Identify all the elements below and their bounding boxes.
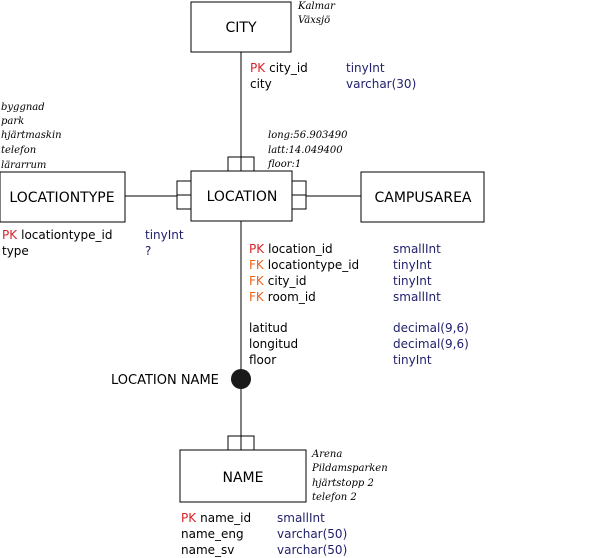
attr-name: locationtype_id (21, 228, 112, 242)
connector-name-top-right (240, 435, 255, 451)
locationtype-note: lärarrum (1, 160, 46, 171)
attr-type: ? (145, 244, 151, 258)
attr-name: city_id (269, 61, 308, 75)
attr-type: smallInt (277, 511, 325, 525)
name-note: hjärtstopp 2 (312, 478, 374, 489)
campusarea-title: CAMPUSAREA (375, 190, 472, 206)
locationtype-note: byggnad (1, 102, 45, 113)
key-badge: FK (249, 274, 265, 288)
attr-type: tinyInt (145, 228, 184, 242)
attr-type: varchar(30) (346, 77, 416, 91)
attr-name: floor (249, 353, 276, 367)
attr-name: room_id (268, 290, 316, 304)
attr-name: longitud (249, 337, 298, 351)
entity-location-box[interactable] (190, 170, 293, 222)
key-badge: PK (250, 61, 266, 75)
entity-city-box[interactable] (190, 1, 292, 53)
key-badge: PK (249, 242, 265, 256)
attr-type: varchar(50) (277, 527, 347, 541)
location-note: latt:14.049400 (268, 145, 343, 156)
location-notes: long:56.903490 latt:14.049400 floor:1 (267, 130, 348, 170)
name-note: Pildamsparken (311, 463, 388, 474)
city-notes: Kalmar Växsjö (297, 1, 336, 26)
attr-name: latitud (249, 321, 288, 335)
locationtype-note: hjärtmaskin (1, 130, 62, 141)
location-note: long:56.903490 (268, 130, 348, 141)
connector-location-left-top (176, 180, 192, 196)
attr-type: tinyInt (393, 274, 432, 288)
location-note: floor:1 (267, 159, 301, 170)
name-note: telefon 2 (312, 492, 357, 503)
attr-type: decimal(9,6) (393, 321, 469, 335)
connector-name-top-left (227, 435, 242, 451)
key-badge: PK (181, 511, 197, 525)
attr-type: varchar(50) (277, 543, 347, 557)
attr-name: name_sv (181, 543, 234, 557)
attr-type: tinyInt (393, 258, 432, 272)
attr-name: city (250, 77, 272, 91)
entity-campusarea-box[interactable] (360, 171, 485, 223)
entity-name-box[interactable] (179, 449, 307, 503)
attr-type: decimal(9,6) (393, 337, 469, 351)
relationship-dot (231, 369, 251, 389)
key-badge: PK (2, 228, 18, 242)
key-badge: FK (249, 290, 265, 304)
attr-name: type (2, 244, 29, 258)
attr-type: smallInt (393, 242, 441, 256)
connector-location-right-top (291, 180, 307, 196)
locationtype-note: park (1, 116, 24, 127)
relationship-label: LOCATION NAME (111, 373, 219, 388)
attr-name: name_eng (181, 527, 244, 541)
locationtype-note: telefon (1, 145, 36, 156)
attr-name: name_id (200, 511, 251, 525)
locationtype-title: LOCATIONTYPE (9, 190, 114, 206)
attr-type: smallInt (393, 290, 441, 304)
name-notes: Arena Pildamsparken hjärtstopp 2 telefon… (311, 449, 388, 503)
locationtype-notes: byggnad park hjärtmaskin telefon lärarru… (1, 102, 62, 171)
key-badge: FK (249, 258, 265, 272)
location-title: LOCATION (207, 189, 278, 205)
attr-type: tinyInt (393, 353, 432, 367)
attr-name: location_id (268, 242, 333, 256)
attr-type: tinyInt (346, 61, 385, 75)
connector-location-left-bottom (176, 194, 192, 210)
entity-locationtype-box[interactable] (0, 171, 126, 223)
connector-location-top-right (240, 156, 255, 172)
name-title: NAME (223, 470, 264, 486)
name-note: Arena (311, 449, 342, 460)
connector-location-right-bottom (291, 194, 307, 210)
city-note: Kalmar (297, 1, 336, 12)
attr-name: city_id (268, 274, 307, 288)
connector-location-top-left (227, 156, 242, 172)
city-title: CITY (225, 20, 256, 36)
attr-name: locationtype_id (268, 258, 359, 272)
city-note: Växsjö (298, 15, 330, 26)
